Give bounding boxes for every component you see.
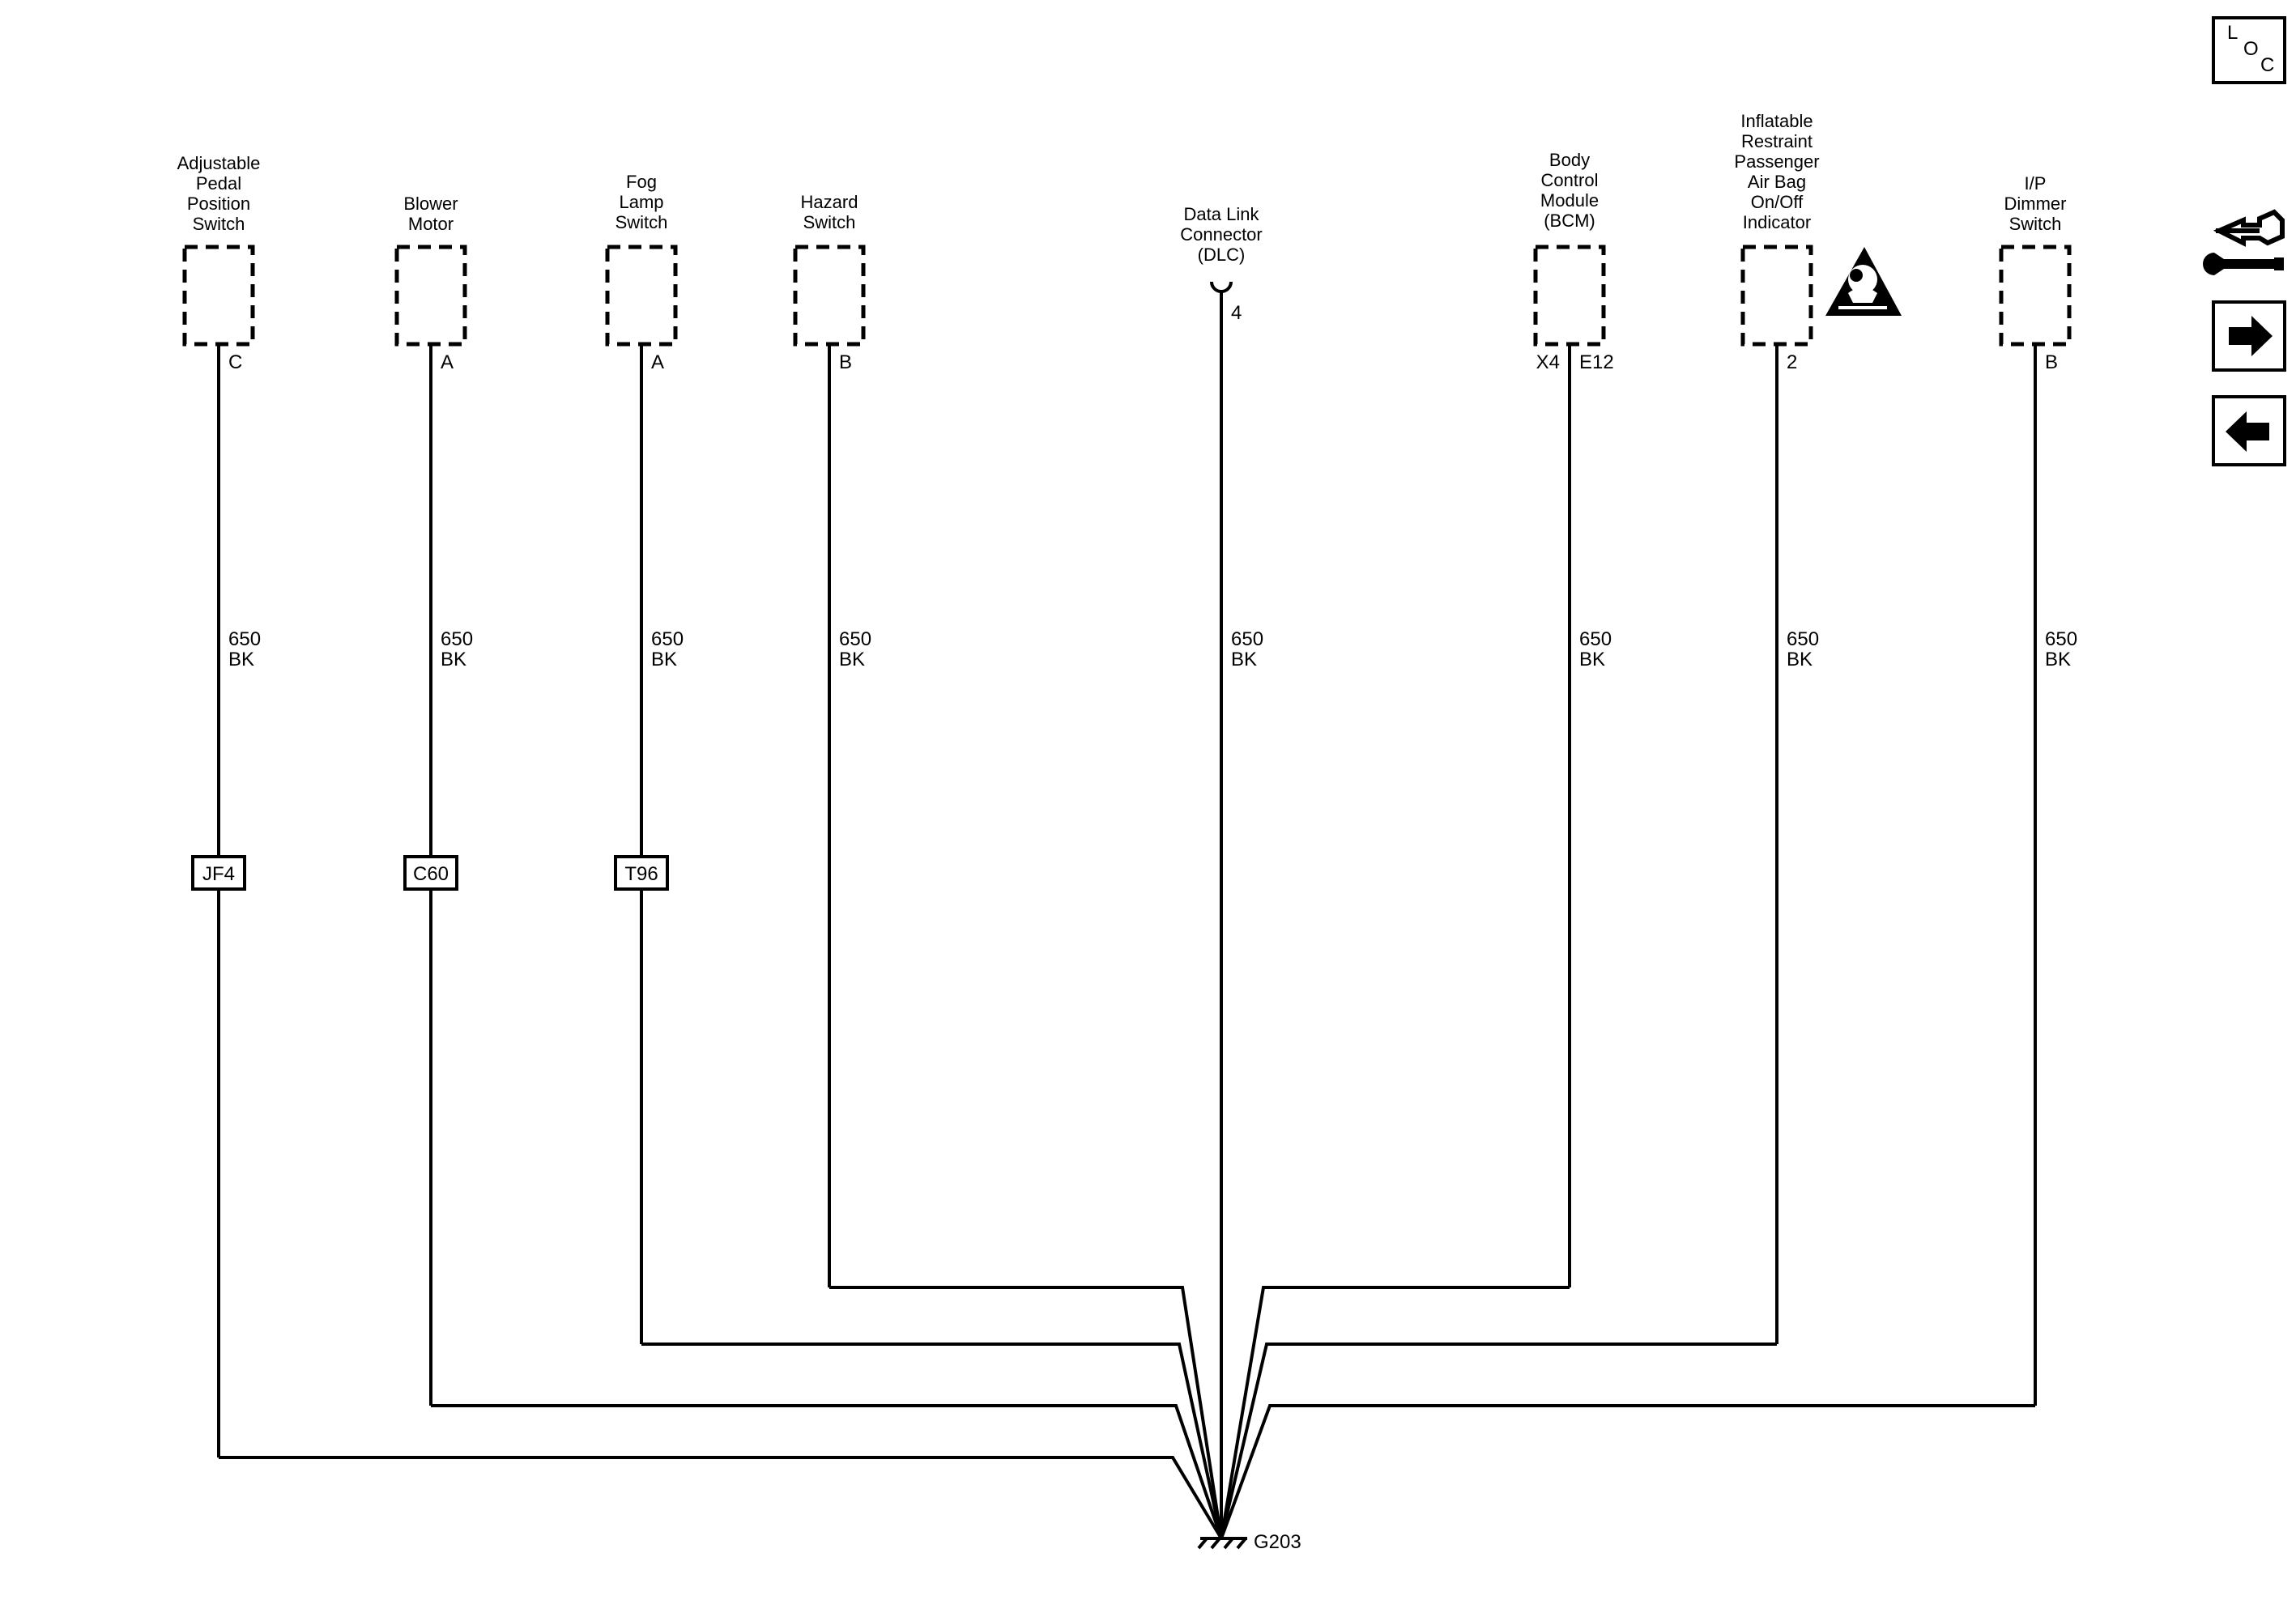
- component-box: [394, 245, 467, 347]
- wire-color: BK: [1231, 649, 1257, 670]
- circuit-number: 650: [228, 628, 261, 650]
- pin-label: B: [2045, 351, 2058, 373]
- component-name-line: Dimmer: [2004, 194, 2067, 214]
- wire-run-to-ground: [431, 1404, 1223, 1539]
- wire-color: BK: [228, 649, 254, 670]
- pin-label: 2: [1787, 351, 1797, 373]
- wire-run-to-ground: [829, 1286, 1223, 1539]
- wire-run-to-ground: [1220, 1404, 2035, 1539]
- component-box: [793, 245, 866, 347]
- labels-layer: AdjustablePedalPositionSwitchC650BKJF4Bl…: [177, 111, 2077, 885]
- inline-connector: [191, 855, 246, 891]
- loc-letter-c: C: [2260, 54, 2274, 76]
- inline-connector-label: JF4: [202, 863, 235, 885]
- wire-run-to-ground: [641, 1343, 1223, 1539]
- component-box: [182, 245, 255, 347]
- component-name-line: Adjustable: [177, 153, 261, 173]
- circuit-number: 650: [1231, 628, 1263, 650]
- component-name-line: Restraint: [1741, 131, 1813, 151]
- component-name-line: Switch: [616, 212, 668, 232]
- wire-color: BK: [441, 649, 466, 670]
- inline-connector-label: T96: [624, 863, 658, 885]
- next-arrow-icon[interactable]: [2212, 300, 2286, 372]
- wire-color: BK: [839, 649, 865, 670]
- component-name-line: Air Bag: [1748, 172, 1806, 192]
- component-name-line: Switch: [193, 214, 245, 234]
- component-name-line: Connector: [1180, 224, 1263, 245]
- pin-label: E12: [1579, 351, 1614, 373]
- inline-connector: [614, 855, 669, 891]
- wire-color: BK: [1579, 649, 1605, 670]
- component-box: [1740, 245, 1813, 347]
- dlc-connector-symbol: [1210, 281, 1233, 293]
- component-name-line: Passenger: [1734, 151, 1819, 172]
- loc-letter-l: L: [2227, 22, 2238, 44]
- component-name-line: Body: [1549, 150, 1590, 170]
- wire-run-to-ground: [219, 1456, 1223, 1540]
- ground-g203: G203: [1197, 1531, 1301, 1553]
- component-box: [605, 245, 678, 347]
- wire-color: BK: [1787, 649, 1813, 670]
- component-name-line: Indicator: [1743, 212, 1811, 232]
- component-name-line: Lamp: [619, 192, 663, 212]
- pin-label-left: X4: [1536, 351, 1560, 373]
- component-name-line: Position: [187, 194, 250, 214]
- loc-letter-o: O: [2243, 38, 2259, 60]
- pin-label: 4: [1231, 302, 1242, 324]
- component-name-line: Control: [1541, 170, 1599, 190]
- component-name-line: Switch: [803, 212, 856, 232]
- wire-color: BK: [2045, 649, 2071, 670]
- pin-label: A: [441, 351, 454, 373]
- component-name-line: Fog: [626, 172, 657, 192]
- component-box: [1533, 245, 1606, 347]
- pin-label: A: [651, 351, 664, 373]
- component-name-line: Module: [1540, 190, 1599, 211]
- previous-arrow-icon[interactable]: [2212, 395, 2286, 466]
- component-name-line: Switch: [2009, 214, 2062, 234]
- component-name-line: Pedal: [196, 173, 241, 194]
- component-name-line: Motor: [408, 214, 454, 234]
- loc-button[interactable]: L O C: [2212, 16, 2286, 84]
- pin-label: C: [228, 351, 242, 373]
- inline-connector-label: C60: [413, 863, 449, 885]
- circuit-number: 650: [2045, 628, 2077, 650]
- component-name-line: (BCM): [1544, 211, 1595, 231]
- pin-label: B: [839, 351, 852, 373]
- airbag-warning-icon: [1825, 247, 1902, 316]
- component-name-line: I/P: [2025, 173, 2047, 194]
- component-name-line: Inflatable: [1740, 111, 1813, 131]
- circuit-number: 650: [839, 628, 871, 650]
- wire-run-to-ground: [1220, 1286, 1570, 1539]
- component-name-line: On/Off: [1751, 192, 1804, 212]
- circuit-number: 650: [1579, 628, 1612, 650]
- circuit-number: 650: [1787, 628, 1819, 650]
- component-name-line: Hazard: [801, 192, 858, 212]
- component-name-line: Blower: [403, 194, 458, 214]
- circuit-number: 650: [651, 628, 684, 650]
- circuit-number: 650: [441, 628, 473, 650]
- connector-wrench-icon[interactable]: [2203, 209, 2285, 275]
- wire-run-to-ground: [1220, 1343, 1777, 1539]
- component-box: [1999, 245, 2072, 347]
- wires-layer: [182, 245, 2072, 1540]
- component-name-line: (DLC): [1198, 245, 1246, 265]
- wire-color: BK: [651, 649, 677, 670]
- component-name-line: Data Link: [1184, 204, 1260, 224]
- inline-connector: [403, 855, 458, 891]
- ground-label: G203: [1254, 1531, 1301, 1553]
